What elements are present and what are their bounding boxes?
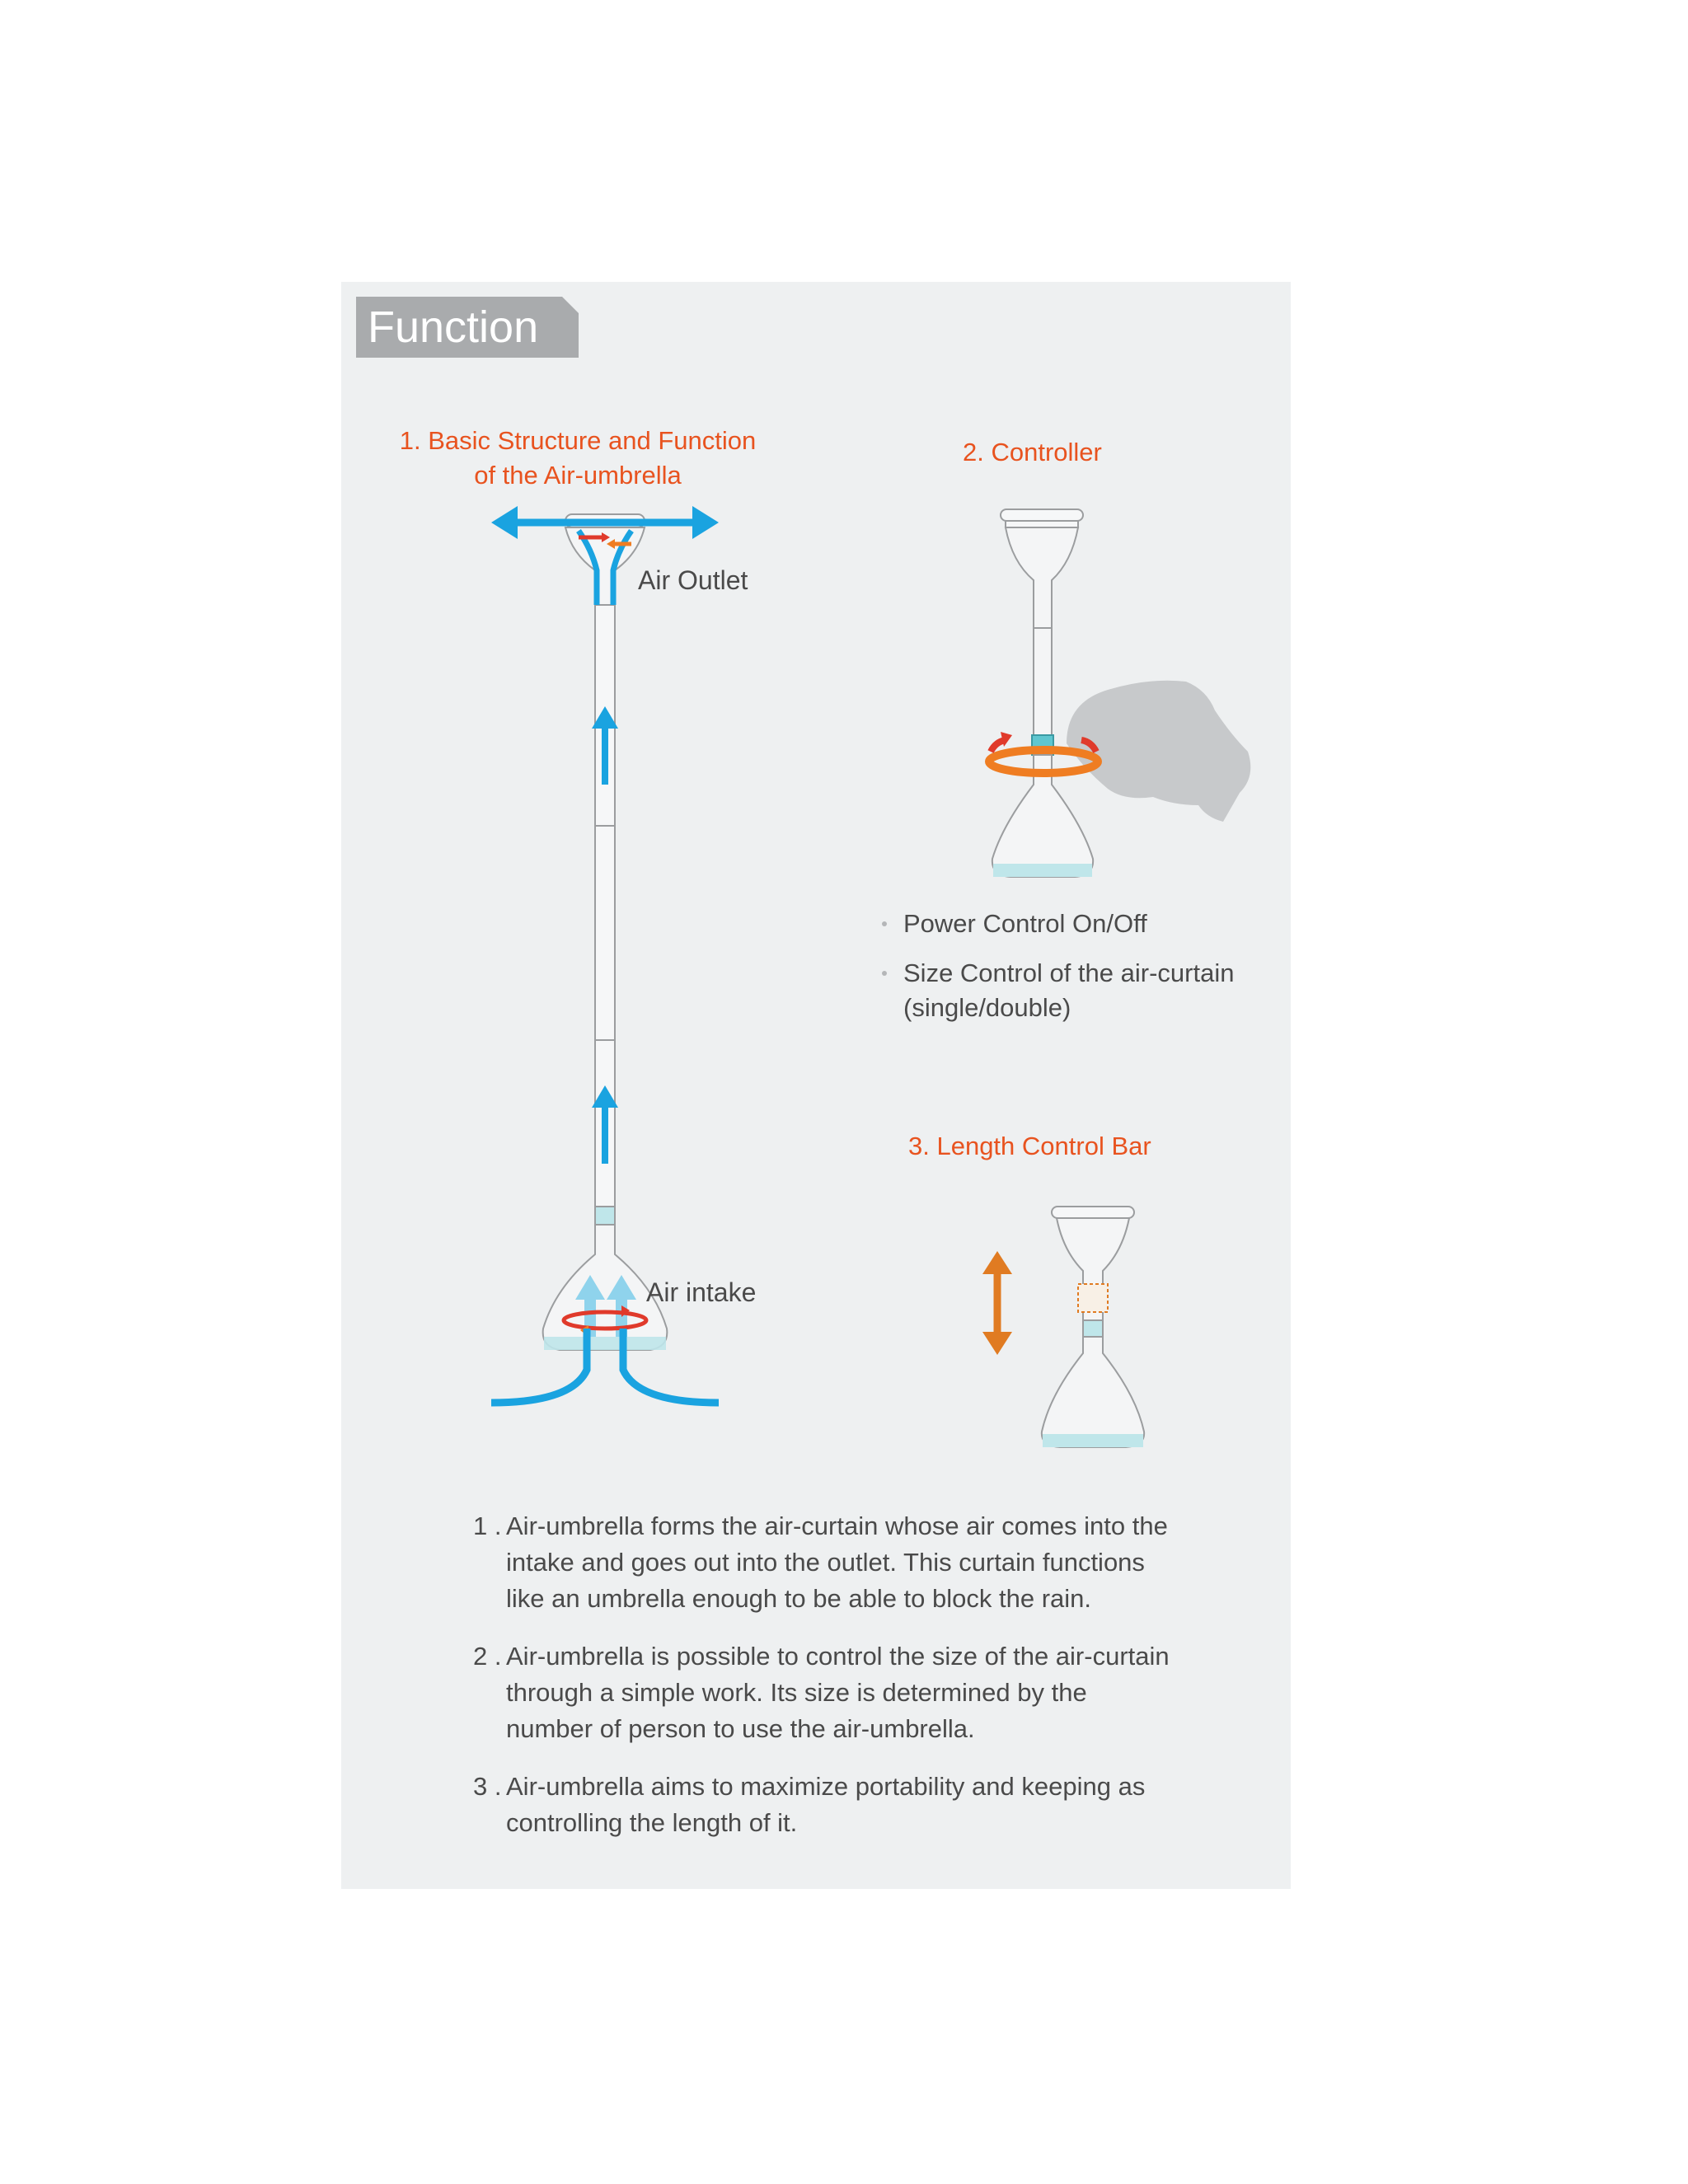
note-text: Air-umbrella aims to maximize portabilit… <box>506 1772 1146 1837</box>
function-notes-list: 1 .Air-umbrella forms the air-curtain wh… <box>473 1508 1174 1863</box>
controller-heading: 2. Controller <box>963 438 1102 466</box>
air-intake-label: Air intake <box>646 1277 757 1307</box>
note-number: 3 . <box>473 1772 502 1801</box>
structure-heading-line2: of the Air-umbrella <box>474 461 682 490</box>
note-item: 2 .Air-umbrella is possible to control t… <box>473 1638 1174 1747</box>
note-number: 2 . <box>473 1642 502 1671</box>
note-number: 1 . <box>473 1511 502 1540</box>
bullet-icon <box>882 971 887 976</box>
controller-diagram <box>985 509 1251 878</box>
section-title: Function <box>368 302 539 352</box>
note-text: Air-umbrella is possible to control the … <box>506 1642 1170 1743</box>
bullet-icon <box>882 921 887 926</box>
controller-feature-item: Power Control On/Off <box>879 907 1274 941</box>
note-text: Air-umbrella forms the air-curtain whose… <box>506 1511 1168 1613</box>
length-bar-heading: 3. Length Control Bar <box>908 1132 1151 1160</box>
air-umbrella-structure-diagram <box>490 506 720 1407</box>
note-item: 1 .Air-umbrella forms the air-curtain wh… <box>473 1508 1174 1617</box>
controller-feature-text: Power Control On/Off <box>903 909 1147 938</box>
structure-heading: 1. Basic Structure and Function of the A… <box>392 424 763 493</box>
air-outlet-label: Air Outlet <box>638 565 748 595</box>
controller-feature-item: Size Control of the air-curtain (single/… <box>879 956 1274 1025</box>
controller-feature-text: Size Control of the air-curtain (single/… <box>903 958 1235 1022</box>
controller-feature-list: Power Control On/Off Size Control of the… <box>879 907 1274 1040</box>
function-panel: Function 1. Basic Structure and Function… <box>341 282 1291 1889</box>
section-tab: Function <box>356 297 579 358</box>
length-control-bar-diagram <box>982 1206 1146 1448</box>
note-item: 3 .Air-umbrella aims to maximize portabi… <box>473 1769 1174 1841</box>
structure-heading-line1: 1. Basic Structure and Function <box>399 426 757 455</box>
